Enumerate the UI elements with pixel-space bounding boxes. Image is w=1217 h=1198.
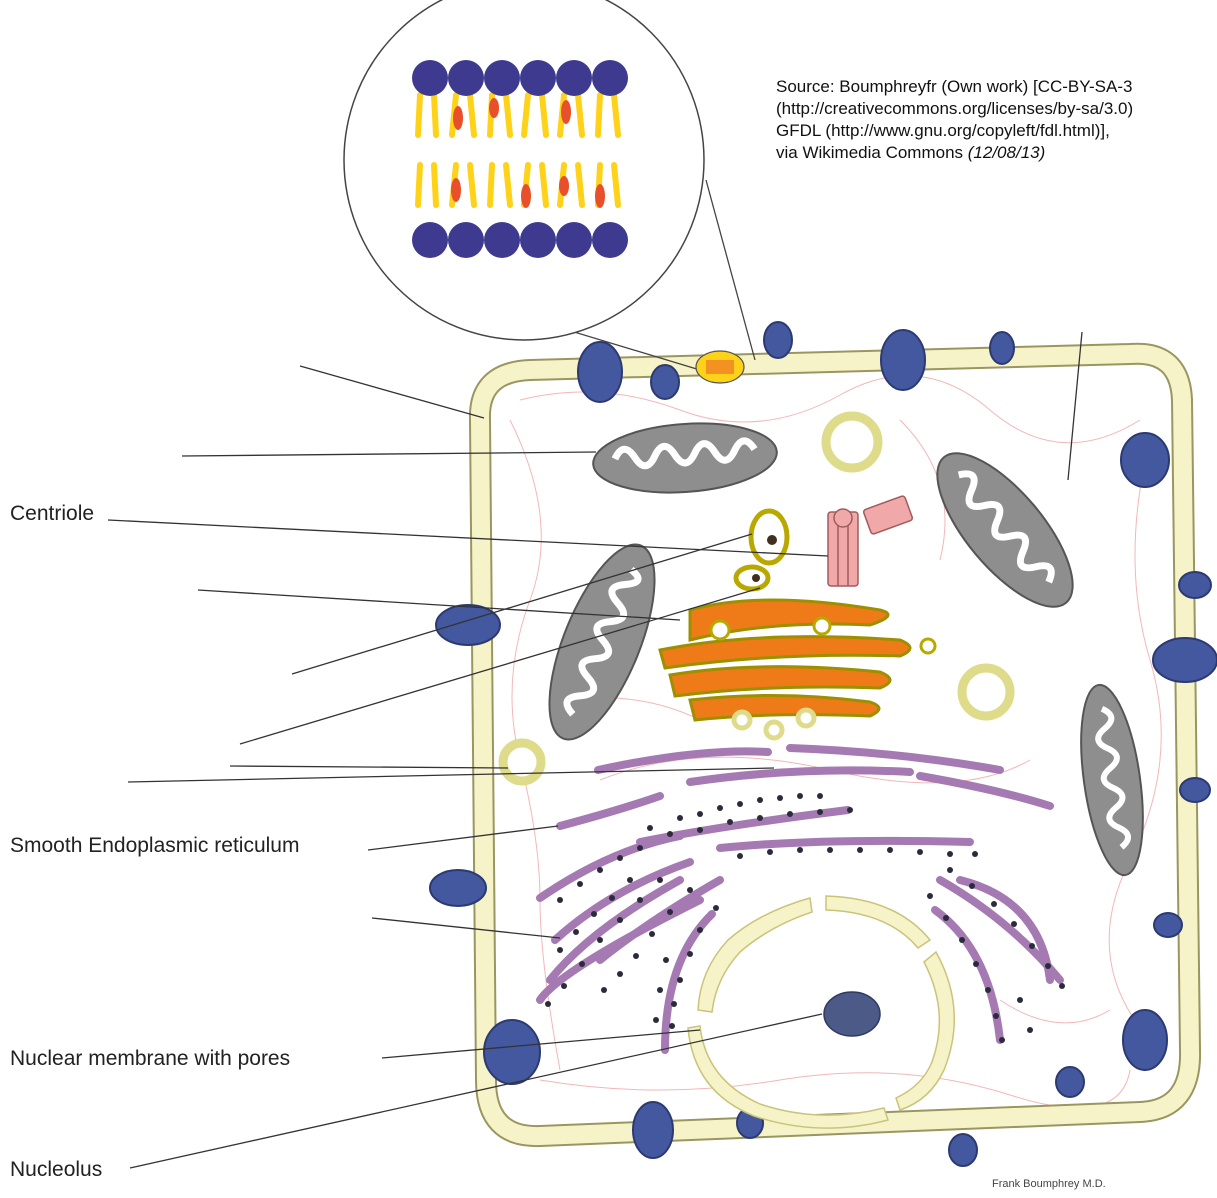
mitochondrion xyxy=(591,418,779,499)
phospholipid-bilayer-zoom xyxy=(344,0,704,340)
centrioles xyxy=(828,495,913,586)
source-line-1: Source: Boumphreyfr (Own work) [CC-BY-SA… xyxy=(776,76,1133,98)
author-credit: Frank Boumphrey M.D. xyxy=(992,1178,1106,1190)
label-nuclear-membrane: Nuclear membrane with pores xyxy=(10,1048,290,1069)
source-attribution: Source: Boumphreyfr (Own work) [CC-BY-SA… xyxy=(776,76,1133,164)
golgi-apparatus xyxy=(660,600,935,720)
mitochondrion xyxy=(915,433,1095,627)
lysosomes xyxy=(736,511,787,589)
label-smooth-er: Smooth Endoplasmic reticulum xyxy=(10,835,299,856)
nucleolus xyxy=(824,992,880,1036)
source-line-4: via Wikimedia Commons (12/08/13) xyxy=(776,142,1133,164)
source-date: (12/08/13) xyxy=(968,143,1046,162)
mitochondrion xyxy=(528,531,676,752)
mitochondrion xyxy=(1071,681,1153,879)
source-line-4-text: via Wikimedia Commons xyxy=(776,143,968,162)
label-centriole: Centriole xyxy=(10,503,94,524)
source-line-2: (http://creativecommons.org/licenses/by-… xyxy=(776,98,1133,120)
rough-er xyxy=(540,810,1060,1050)
source-line-3: GFDL (http://www.gnu.org/copyleft/fdl.ht… xyxy=(776,120,1133,142)
nuclear-envelope xyxy=(688,896,954,1128)
label-nucleolus: Nucleolus xyxy=(10,1159,102,1180)
